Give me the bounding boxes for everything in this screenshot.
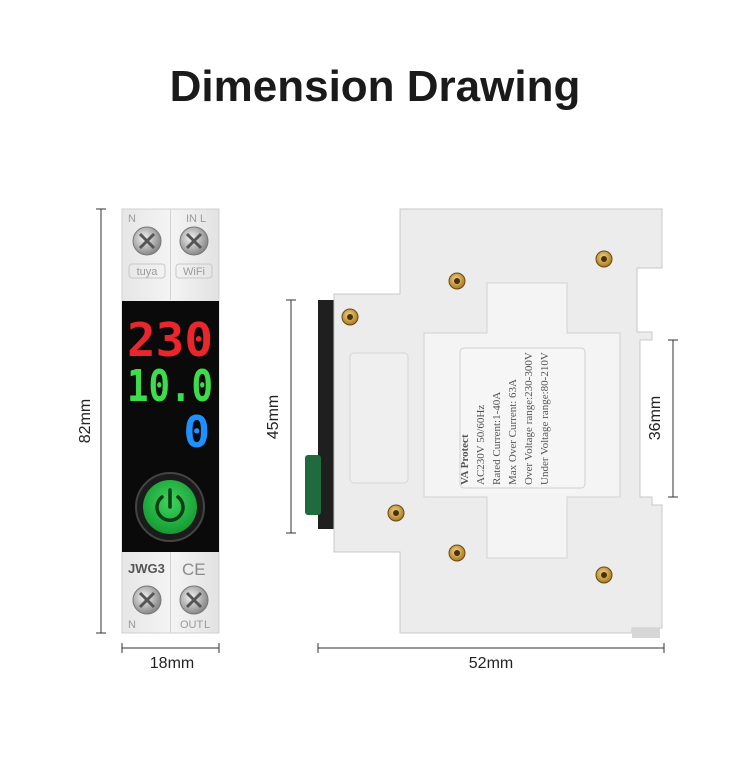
din-clip	[632, 628, 660, 638]
spec-label	[459, 347, 586, 489]
spec-line: Rated Current:1-40A	[491, 392, 503, 485]
dim-height-total: 82mm	[77, 399, 94, 443]
spec-line: AC230V 50/60Hz	[475, 405, 487, 485]
brass-screw-icon	[341, 308, 359, 326]
screw-icon	[179, 585, 209, 615]
power-readout: 0	[184, 407, 211, 458]
top-terminal-left-label: N	[128, 213, 136, 225]
voltage-readout: 230	[127, 313, 213, 367]
bottom-terminal-out-label: OUT	[180, 619, 204, 631]
spec-line: Over Voltage range:230-300V	[523, 352, 535, 485]
bottom-terminal-left-label: N	[128, 619, 136, 631]
model-label: JWG3	[128, 561, 165, 576]
page-title: Dimension Drawing	[169, 62, 581, 111]
brass-screw-icon	[387, 504, 405, 522]
power-icon	[155, 488, 185, 522]
side-view: VA Protect AC230V 50/60Hz Rated Current:…	[305, 208, 663, 638]
screw-icon	[132, 585, 162, 615]
wifi-badge: WiFi	[183, 266, 205, 278]
dim-depth-side: 52mm	[469, 655, 513, 672]
dim-height-mid: 45mm	[265, 395, 282, 439]
bottom-terminal-right-label: L	[204, 619, 210, 631]
brass-screw-icon	[448, 544, 466, 562]
brass-screw-icon	[448, 272, 466, 290]
dimension-lines	[96, 208, 678, 653]
front-view: N IN L tuya WiFi 230 10.0 0	[121, 208, 220, 634]
dim-width-front: 18mm	[150, 655, 194, 672]
current-readout: 10.0	[127, 361, 213, 412]
dim-height-rail: 36mm	[647, 396, 664, 440]
screw-icon	[132, 226, 162, 256]
side-button-edge	[305, 455, 321, 515]
screw-icon	[179, 226, 209, 256]
brass-screw-icon	[595, 250, 613, 268]
spec-line: Under Voltage range:80-210V	[539, 352, 551, 485]
spec-line: VA Protect	[459, 434, 471, 485]
ce-mark: CE	[182, 560, 206, 579]
power-button[interactable]	[135, 472, 205, 542]
spec-line: Max Over Current: 63A	[507, 379, 519, 485]
brass-screw-icon	[595, 566, 613, 584]
top-terminal-right-label: IN L	[186, 213, 206, 225]
tuya-badge: tuya	[137, 266, 159, 278]
